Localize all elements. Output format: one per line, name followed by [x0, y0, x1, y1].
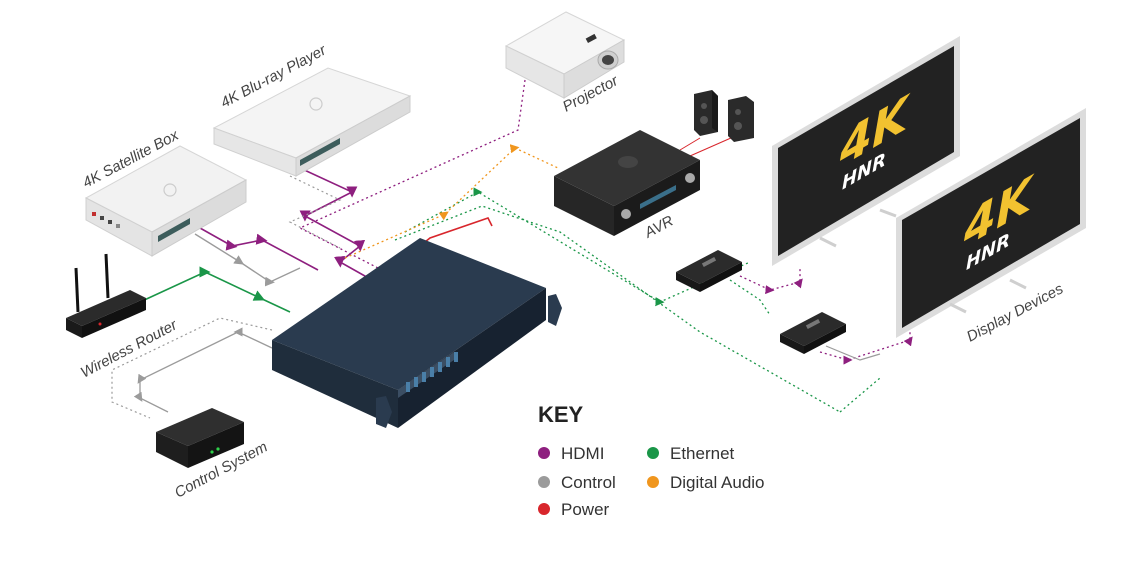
hdmi-cable-projector [298, 79, 526, 269]
legend: KEY HDMI Ethernet Control Digital Audio … [538, 402, 765, 519]
receiver-1 [676, 250, 742, 292]
legend-label-control: Control [561, 473, 616, 492]
control-system-device [156, 408, 244, 468]
avr [554, 130, 700, 236]
display-device-1: 4K HNR [772, 36, 960, 266]
legend-swatch-ethernet [647, 447, 659, 459]
control-cable-bluray [288, 175, 342, 249]
audio-cable-avr [344, 144, 559, 259]
switcher-ports [406, 352, 458, 392]
legend-label-power: Power [561, 500, 610, 519]
legend-swatch-control [538, 476, 550, 488]
ethernet-cable-display-rx [729, 279, 771, 316]
legend-item-hdmi: HDMI [538, 444, 604, 463]
hdmi-cable-satellite [199, 227, 319, 271]
label-display-devices: Display Devices [964, 280, 1067, 345]
receiver-2 [780, 312, 846, 354]
speakers [694, 90, 754, 142]
wireless-router [66, 253, 146, 338]
legend-label-hdmi: HDMI [561, 444, 604, 463]
legend-item-digital-audio: Digital Audio [647, 473, 765, 492]
legend-swatch-hdmi [538, 447, 550, 459]
power-cable [419, 217, 493, 247]
ethernet-cable-display-3 [839, 377, 881, 413]
satellite-box [84, 145, 248, 257]
legend-label-ethernet: Ethernet [670, 444, 735, 463]
legend-item-power: Power [538, 500, 610, 519]
matrix-switcher [272, 238, 562, 428]
legend-swatch-power [538, 503, 550, 515]
control-cable-system-2 [111, 317, 273, 419]
ethernet-cable-router [139, 266, 291, 313]
ethernet-cable-display-2 [394, 205, 841, 413]
legend-swatch-digital-audio [647, 476, 659, 488]
display-device-2: 4K HNR [896, 108, 1086, 338]
legend-item-ethernet: Ethernet [647, 444, 735, 463]
bluray-player [212, 67, 412, 177]
hdmi-cable-display-1 [739, 268, 803, 295]
hdmi-cable-bluray [299, 167, 373, 281]
legend-item-control: Control [538, 473, 616, 492]
legend-label-digital-audio: Digital Audio [670, 473, 765, 492]
control-cable-display [825, 345, 881, 361]
hdmi-cable-display-2 [819, 326, 913, 365]
projector [504, 11, 626, 99]
control-cable-system [133, 327, 273, 413]
legend-title: KEY [538, 402, 584, 427]
